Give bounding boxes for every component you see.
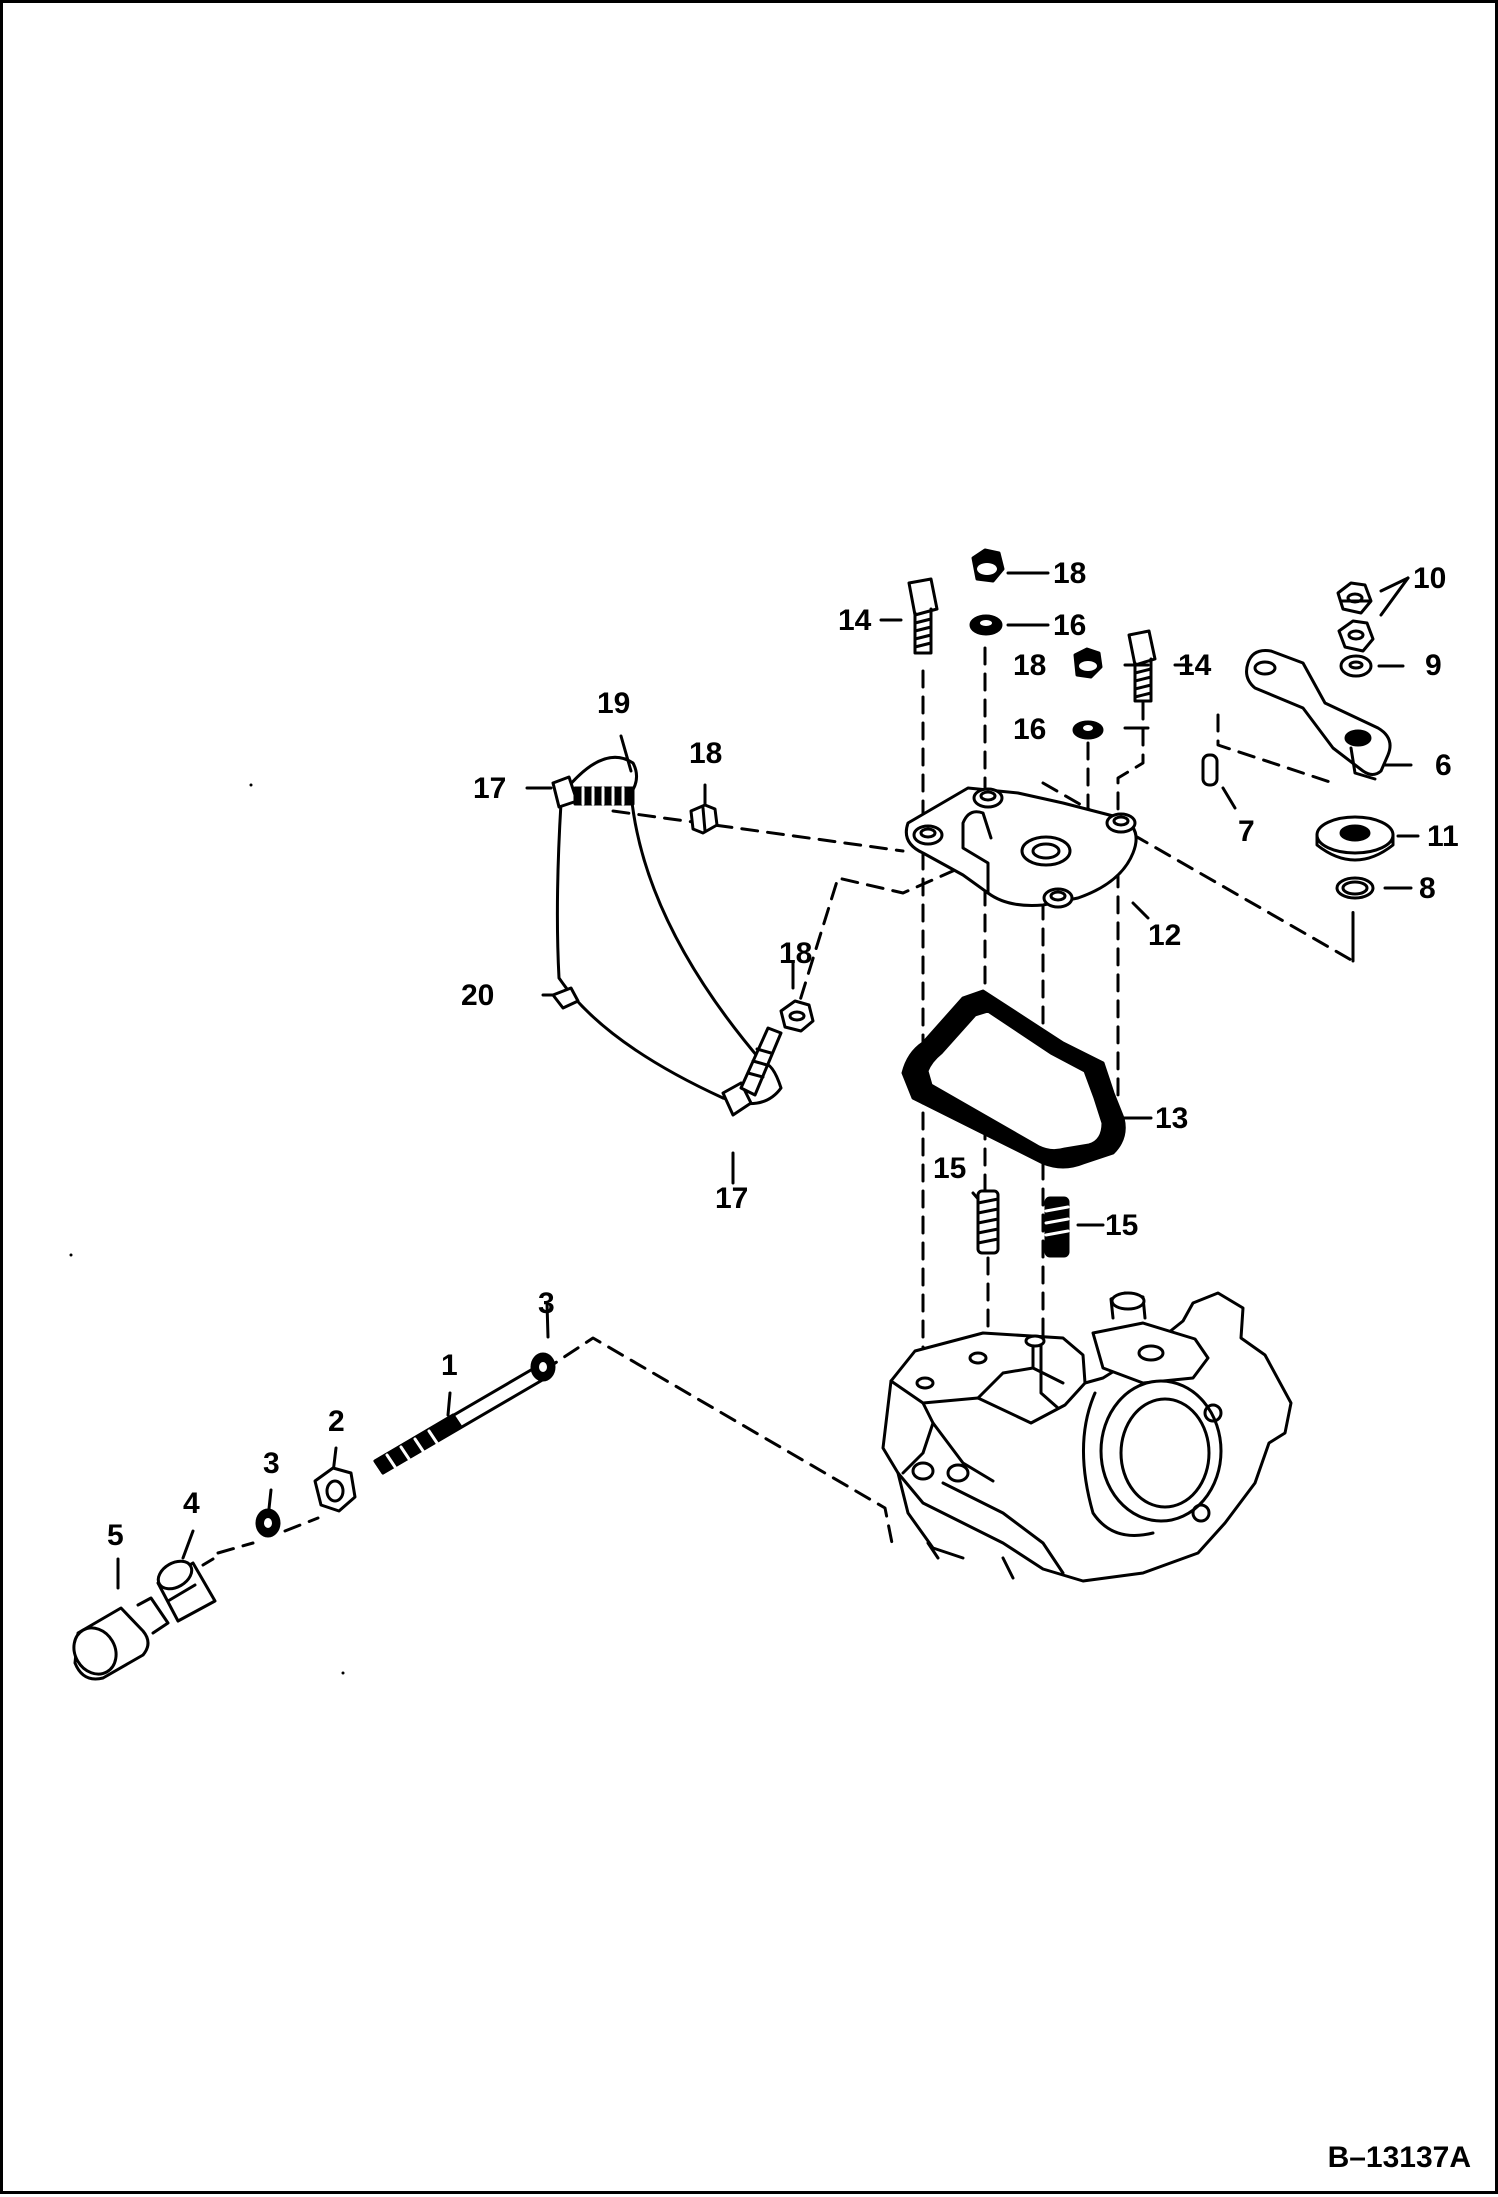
- callout-20: 20: [461, 979, 494, 1012]
- stud-part-15-right: [1044, 1196, 1070, 1258]
- callout-3-upper: 3: [538, 1287, 555, 1320]
- knob-part-5: [72, 1596, 170, 1681]
- grommet-part-20: [551, 986, 580, 1010]
- bolt-part-14-right: [1127, 629, 1157, 703]
- callout-1: 1: [441, 1349, 458, 1382]
- callout-11: 11: [1427, 820, 1459, 853]
- callout-2: 2: [328, 1405, 345, 1438]
- parts: [69, 548, 1395, 1681]
- spacer-part-11: [1315, 815, 1395, 862]
- callout-15-right: 15: [1105, 1209, 1138, 1242]
- callout-13: 13: [1155, 1102, 1188, 1135]
- callout-18-link-lower: 18: [779, 937, 812, 970]
- nut-part-18-top: [971, 548, 1005, 583]
- nut-part-18-right: [1073, 647, 1103, 679]
- nut-part-18-link-lower: [779, 999, 815, 1033]
- callout-4: 4: [183, 1487, 200, 1520]
- callout-7: 7: [1238, 815, 1255, 848]
- bracket-part-19: [555, 755, 783, 1106]
- bolt-part-14-left: [907, 577, 939, 655]
- washer-part-3-lower: [255, 1508, 281, 1538]
- nuts-part-10: [1336, 581, 1375, 653]
- leader-lines: [116, 571, 1420, 1590]
- callout-5: 5: [107, 1519, 124, 1552]
- callout-18-link-upper: 18: [689, 737, 722, 770]
- callout-16-top: 16: [1053, 609, 1086, 642]
- callout-10: 10: [1413, 562, 1446, 595]
- callout-14-right: 14: [1178, 649, 1212, 682]
- nut-part-18-link-upper: [689, 803, 719, 835]
- callout-18-top: 18: [1053, 557, 1086, 590]
- callout-18-right: 18: [1013, 649, 1046, 682]
- exploded-parts-diagram: 1 2 3 3 4 5 6 7 8 9 10 11 12 13 14 14 15…: [69, 548, 1459, 1681]
- key-part-7: [1201, 753, 1219, 787]
- nut-part-2: [313, 1466, 357, 1513]
- washer-part-16-right: [1072, 720, 1104, 740]
- gasket-part-13: [901, 989, 1126, 1169]
- callout-8: 8: [1419, 872, 1436, 905]
- callout-17-upper: 17: [473, 772, 506, 805]
- shaft-part-1: [373, 1361, 553, 1475]
- callout-12: 12: [1148, 919, 1181, 952]
- callout-9: 9: [1425, 649, 1442, 682]
- ring-part-8: [1335, 876, 1375, 900]
- callout-labels: 1 2 3 3 4 5 6 7 8 9 10 11 12 13 14 14 15…: [107, 557, 1459, 1552]
- callout-15-left: 15: [933, 1152, 966, 1185]
- sleeve-part-4: [156, 1559, 217, 1623]
- callout-17-lower: 17: [715, 1182, 748, 1215]
- housing: [881, 1291, 1293, 1583]
- screw-part-17-lower: [721, 1026, 783, 1117]
- callout-14-left: 14: [838, 604, 872, 637]
- figure-id: B–13137A: [1327, 2141, 1471, 2174]
- callout-6: 6: [1435, 749, 1452, 782]
- callout-16-right: 16: [1013, 713, 1046, 746]
- washer-part-9: [1339, 654, 1373, 678]
- screw-part-17-upper: [551, 775, 635, 809]
- plate-part-12: [904, 786, 1138, 909]
- washer-part-16-top: [969, 614, 1003, 636]
- stud-part-15-left: [976, 1189, 1000, 1255]
- callout-19: 19: [597, 687, 630, 720]
- callout-3-lower: 3: [263, 1447, 280, 1480]
- arm-part-6: [1245, 649, 1392, 781]
- washer-part-3-upper: [530, 1352, 556, 1382]
